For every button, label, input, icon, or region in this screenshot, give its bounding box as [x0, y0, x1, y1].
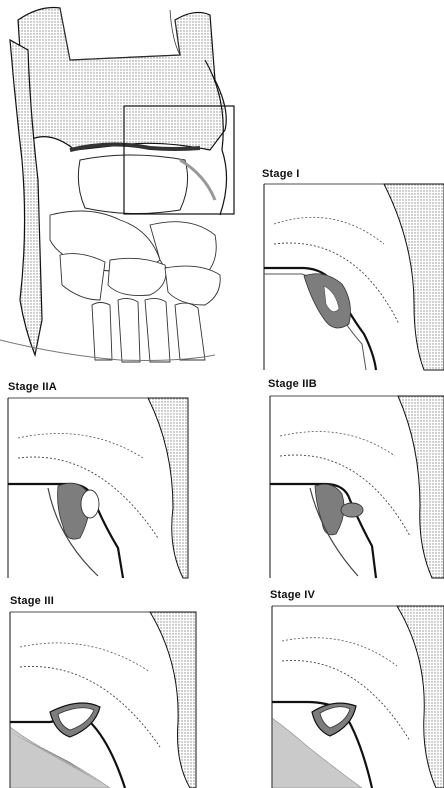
stage-3-cortex — [150, 612, 196, 788]
stage-4-cortex — [397, 606, 444, 788]
stage-2b-cortex — [398, 396, 444, 578]
stage-2b-lesion — [315, 484, 344, 535]
ankle-overview — [0, 8, 234, 363]
stage-2a-cortex — [148, 398, 188, 578]
talus — [78, 155, 187, 214]
stage-2b-panel — [270, 396, 444, 578]
stage-1-panel — [264, 184, 444, 370]
stage-2a-panel — [8, 398, 188, 578]
stage-3-panel — [10, 612, 196, 788]
tibia — [18, 8, 226, 151]
stage-4-panel — [272, 606, 444, 788]
